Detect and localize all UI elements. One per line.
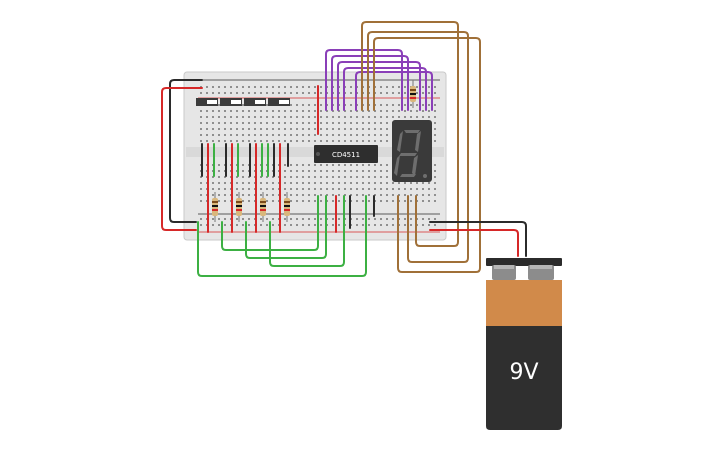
resistor	[212, 192, 218, 222]
resistor	[236, 192, 242, 222]
battery-9v[interactable]: 9V	[486, 258, 562, 430]
resistor	[410, 80, 416, 108]
green-wires[interactable]	[197, 143, 367, 277]
ic-label: CD4511	[332, 151, 360, 159]
board-jumpers[interactable]	[201, 85, 375, 233]
battery-label: 9V	[509, 360, 538, 385]
resistor	[260, 192, 266, 222]
resistor	[284, 192, 290, 222]
ic-chip[interactable]: CD4511	[314, 145, 378, 163]
dip-switch-row[interactable]	[196, 98, 290, 106]
resistor-group[interactable]	[212, 80, 416, 222]
seven-segment-display[interactable]	[392, 120, 432, 182]
brown-wires[interactable]	[361, 21, 481, 273]
purple-wires[interactable]	[325, 49, 433, 111]
power-leads[interactable]	[161, 79, 527, 257]
